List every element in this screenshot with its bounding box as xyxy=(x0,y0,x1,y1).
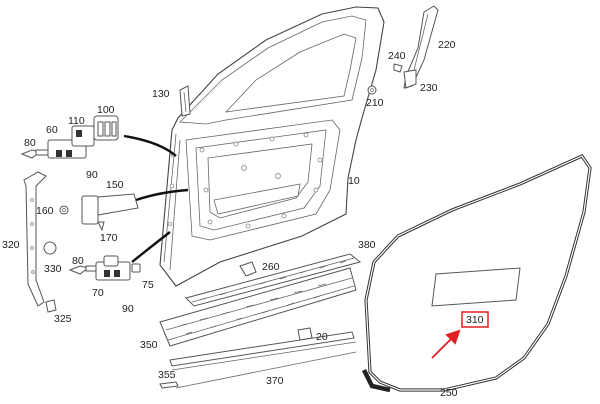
label-110: 110 xyxy=(68,115,85,127)
hinge-box-100 xyxy=(93,115,119,141)
label-70: 70 xyxy=(92,287,104,299)
door-seal-250 xyxy=(361,153,592,393)
lower-trim-strip-380 xyxy=(185,253,362,307)
leader-upper-hinge xyxy=(123,134,177,157)
label-240: 240 xyxy=(388,50,406,62)
sill-strip-370 xyxy=(159,331,357,389)
label-370: 370 xyxy=(266,375,284,387)
label-320: 320 xyxy=(2,239,20,251)
label-325: 325 xyxy=(54,313,72,325)
label-210: 210 xyxy=(366,97,384,109)
label-100: 100 xyxy=(97,104,115,116)
label-60: 60 xyxy=(46,124,58,136)
label-230: 230 xyxy=(420,82,438,94)
label-10: 10 xyxy=(348,175,360,187)
leader-door-check xyxy=(135,188,189,202)
label-355: 355 xyxy=(158,369,176,381)
door-shell xyxy=(159,6,385,287)
label-80-upper: 80 xyxy=(24,137,36,149)
highlight-arrow-310 xyxy=(431,329,461,359)
label-150: 150 xyxy=(106,179,124,191)
grommet-210 xyxy=(367,85,377,95)
label-380: 380 xyxy=(358,239,376,251)
label-330: 330 xyxy=(44,263,62,275)
label-250: 250 xyxy=(440,387,458,399)
label-80-lower: 80 xyxy=(72,255,84,267)
lower-hinge-assembly xyxy=(68,255,141,281)
mirror-triangle xyxy=(179,85,191,117)
inner-sheet-310 xyxy=(431,267,521,307)
label-90-upper: 90 xyxy=(86,169,98,181)
clip-260 xyxy=(239,261,257,277)
label-20: 20 xyxy=(316,331,328,343)
highlight-box-310 xyxy=(461,311,489,328)
label-260: 260 xyxy=(262,261,280,273)
label-130: 130 xyxy=(152,88,170,100)
label-170: 170 xyxy=(100,232,118,244)
pillar-seal-strip xyxy=(23,171,57,313)
label-220: 220 xyxy=(438,39,456,51)
label-75: 75 xyxy=(142,279,154,291)
label-350: 350 xyxy=(140,339,158,351)
leader-lower-hinge xyxy=(131,231,171,263)
lower-trim-panel-350 xyxy=(159,267,357,347)
label-310: 310 xyxy=(466,314,484,326)
label-90-lower: 90 xyxy=(122,303,134,315)
door-check-strap xyxy=(59,193,139,232)
b-pillar-trim xyxy=(393,5,439,89)
upper-hinge-assembly xyxy=(20,125,95,159)
label-160: 160 xyxy=(36,205,54,217)
